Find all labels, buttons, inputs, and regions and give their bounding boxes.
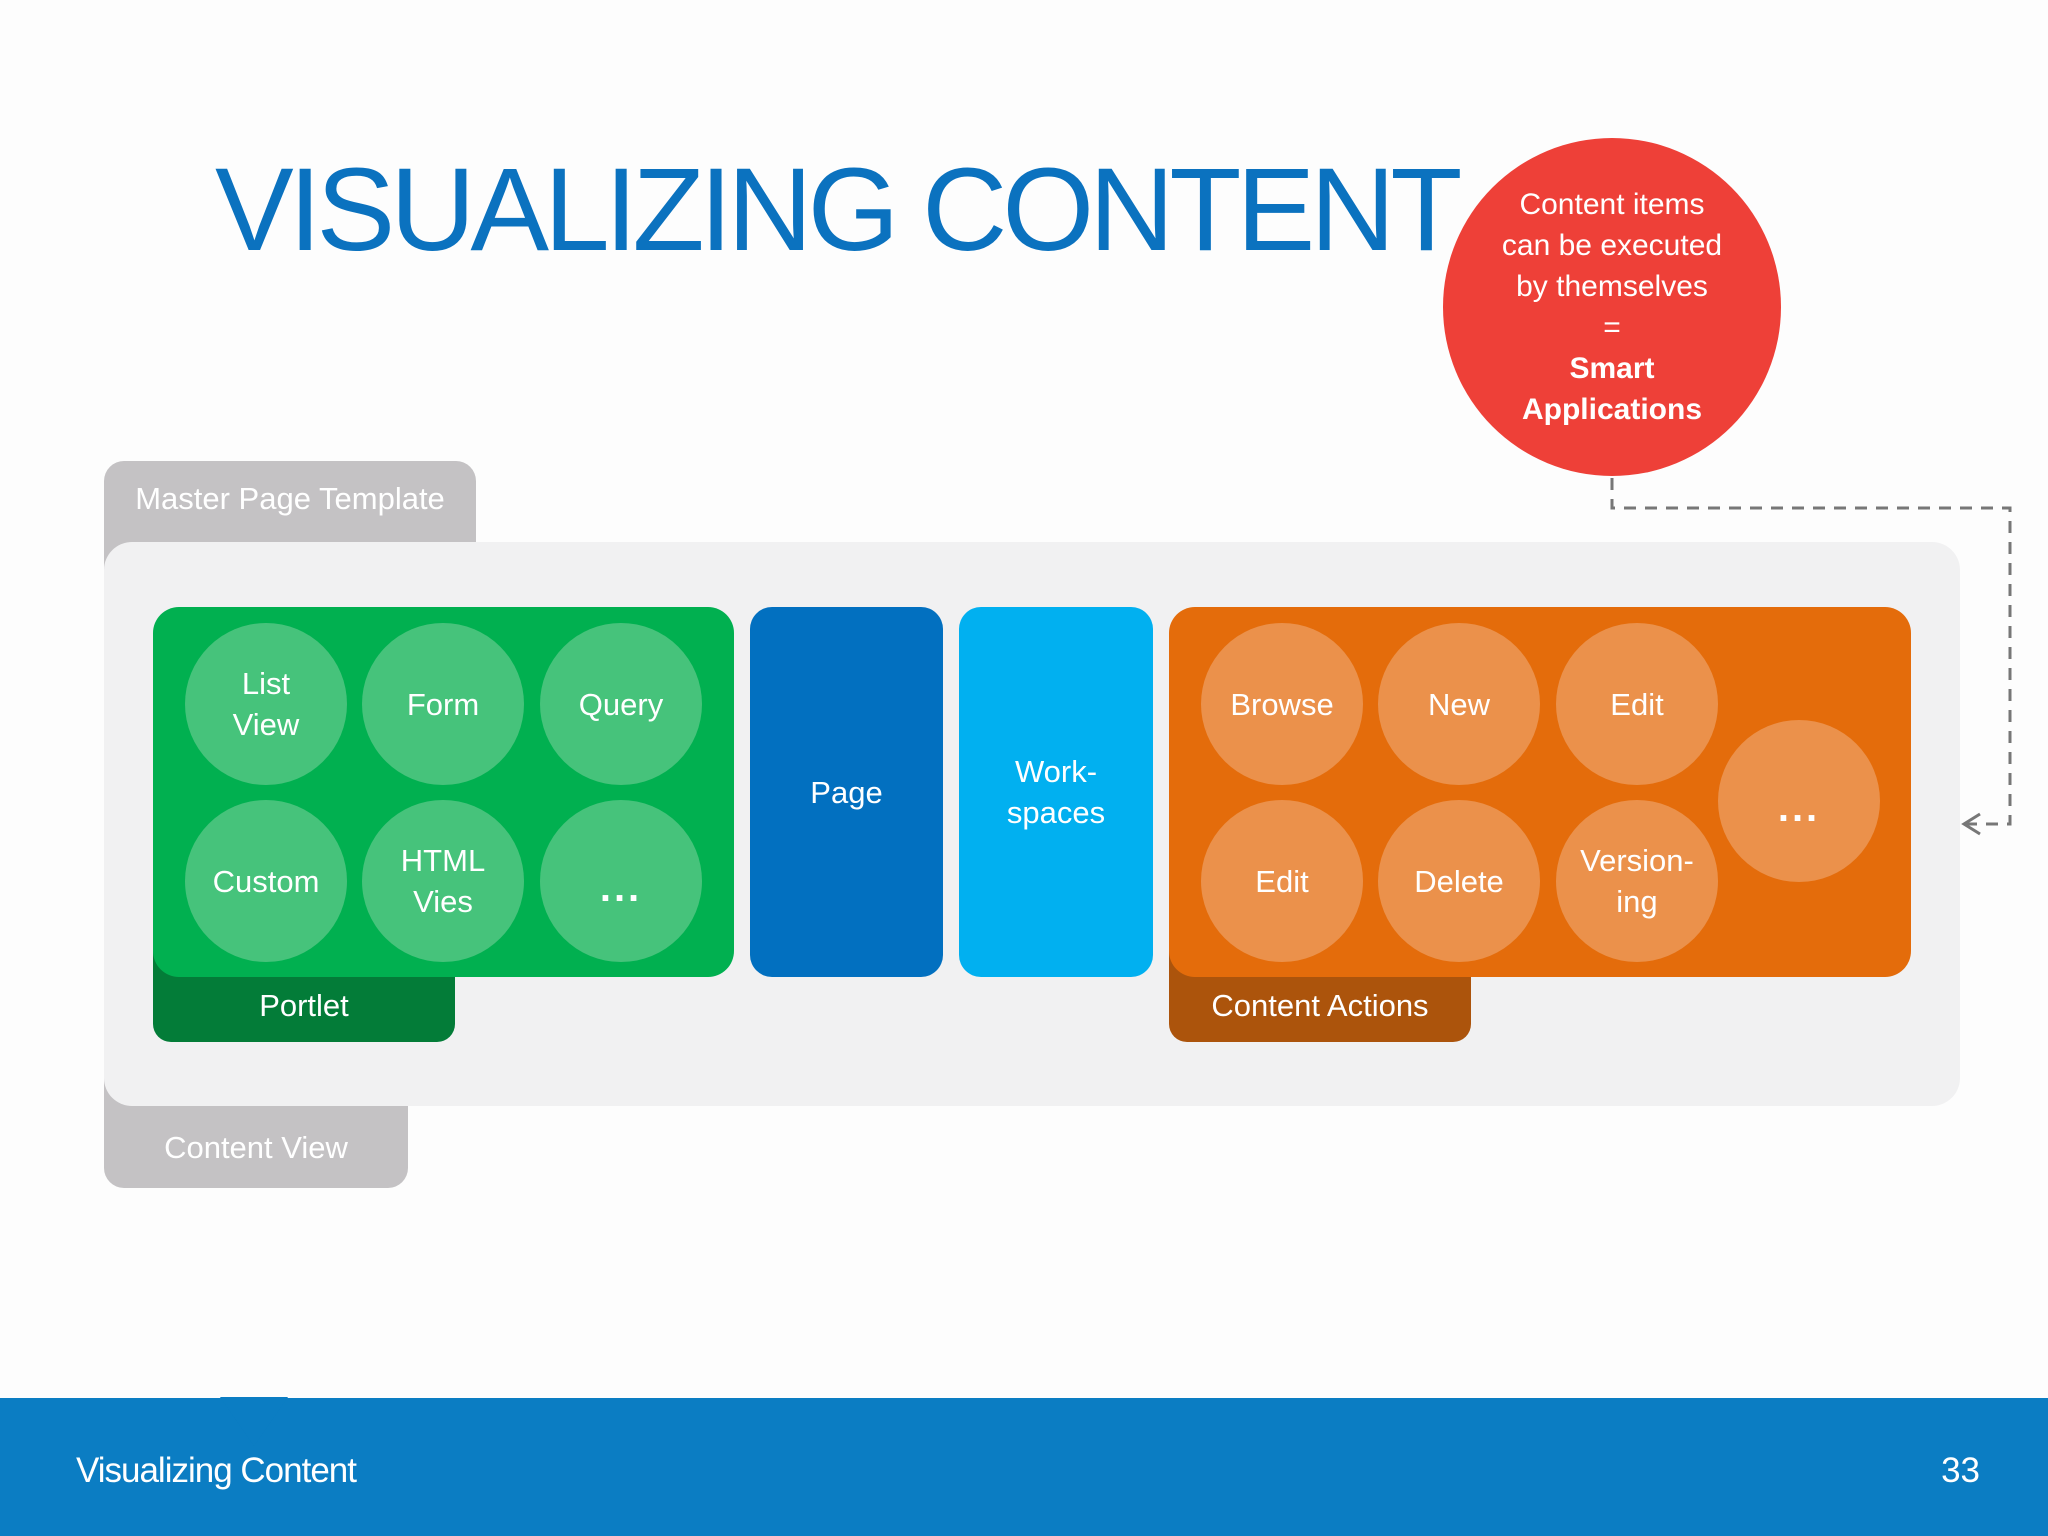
portlet-group: List View Form Query Custom HTML Vies ..… xyxy=(153,607,734,977)
slide-title: VISUALIZING CONTENT xyxy=(215,144,1462,276)
callout-line-2: can be executed xyxy=(1501,229,1723,262)
portlet-item-form: Form xyxy=(362,623,524,785)
callout-line-3: by themselves xyxy=(1516,270,1708,303)
action-item-delete: Delete xyxy=(1378,800,1540,962)
portlet-item-more: ... xyxy=(540,800,702,962)
portlet-item-custom: Custom xyxy=(185,800,347,962)
content-actions-group: Browse New Edit Edit Delete Version- ing… xyxy=(1169,607,1911,977)
action-item-versioning: Version- ing xyxy=(1556,800,1718,962)
action-item-new: New xyxy=(1378,623,1540,785)
content-view-label: Content View xyxy=(164,1130,348,1165)
page-box: Page xyxy=(750,607,943,977)
callout-line-1: Content items xyxy=(1519,188,1705,221)
portlet-label: Portlet xyxy=(259,988,349,1023)
workspaces-box: Work- spaces xyxy=(959,607,1153,977)
master-page-template-label: Master Page Template xyxy=(135,481,445,516)
content-actions-label: Content Actions xyxy=(1211,988,1429,1023)
portlet-item-html-vies: HTML Vies xyxy=(362,800,524,962)
page-number: 33 xyxy=(1941,1451,1980,1490)
callout-equals: = xyxy=(1603,311,1621,344)
action-item-browse: Browse xyxy=(1201,623,1363,785)
action-item-more: ... xyxy=(1718,720,1880,882)
footer-title: Visualizing Content xyxy=(76,1451,357,1490)
action-item-edit-2: Edit xyxy=(1201,800,1363,962)
footer-bar xyxy=(0,1398,2048,1536)
workspaces-label: Work- spaces xyxy=(1006,754,1106,830)
callout-emphasis-2: Applications xyxy=(1521,393,1702,426)
callout-emphasis-1: Smart xyxy=(1569,352,1655,385)
arrow-head-icon xyxy=(1961,812,1981,836)
portlet-item-list-view: List View xyxy=(185,623,347,785)
smart-applications-callout: Content items can be executed by themsel… xyxy=(1443,138,1781,476)
page-label: Page xyxy=(810,774,883,810)
portlet-item-query: Query xyxy=(540,623,702,785)
connector-line xyxy=(1610,478,2012,826)
action-item-edit: Edit xyxy=(1556,623,1718,785)
